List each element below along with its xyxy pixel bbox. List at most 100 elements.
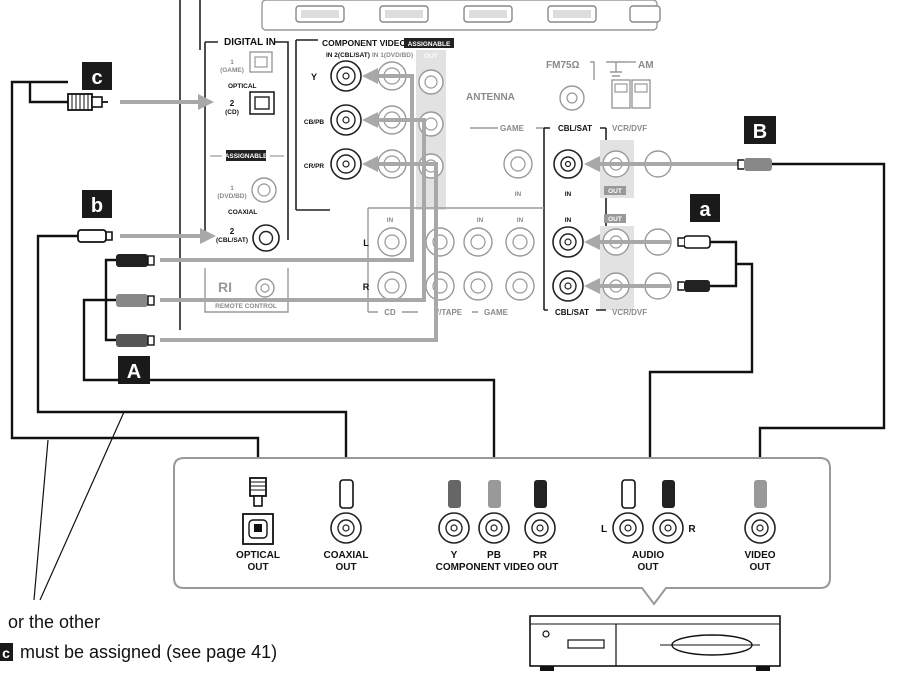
note-assignment: must be assigned (see page 41) xyxy=(20,642,277,662)
game-top-label: GAME xyxy=(500,124,525,133)
video-out-label-2: OUT xyxy=(749,562,770,573)
vcr-dvr-bottom-label: VCR/DVF xyxy=(612,308,647,317)
audio-out-connectors: L R AUDIO OUT xyxy=(601,479,696,573)
svg-text:IN: IN xyxy=(515,191,522,198)
svg-text:OUT: OUT xyxy=(608,216,622,223)
svg-text:IN: IN xyxy=(477,217,484,224)
coax-plug-receiver xyxy=(77,229,113,243)
video-out-label-1: VIDEO xyxy=(744,550,775,561)
svg-text:A: A xyxy=(127,361,141,383)
audio-r-label: R xyxy=(363,282,370,292)
component-video-label: COMPONENT VIDEO xyxy=(322,38,406,48)
digital-assignable-badge xyxy=(226,150,266,161)
av-input-grid: GAME CBL/SAT VCR/DVF IN IN OUT IN IN IN … xyxy=(363,124,672,317)
component-video-out-label: COMPONENT VIDEO OUT xyxy=(436,562,559,573)
optical-2-label: 2 xyxy=(230,99,235,108)
component-cable xyxy=(82,298,496,480)
coaxial-cable xyxy=(36,234,348,480)
optical-label: OPTICAL xyxy=(228,83,257,90)
component-y-label: Y xyxy=(311,72,317,82)
note-one-or-other: or the other xyxy=(8,612,100,632)
coaxial-label: COAXIAL xyxy=(228,209,257,216)
component-pb-out-label: PB xyxy=(487,550,501,561)
optical-1-jack xyxy=(249,51,273,73)
audio-l-out-label: L xyxy=(601,524,607,535)
coaxial-out-label-2: OUT xyxy=(335,562,356,573)
svg-text:ASSIGNABLE: ASSIGNABLE xyxy=(225,153,268,160)
cbl-sat-top-label: CBL/SAT xyxy=(558,124,592,133)
optical-1-sub: (GAME) xyxy=(220,67,244,74)
component-y-out-label: Y xyxy=(451,550,458,561)
game-bottom-label: GAME xyxy=(484,308,509,317)
component-in2-label: IN 2(CBL/SAT) xyxy=(326,52,370,59)
connection-arrows xyxy=(120,68,740,342)
tv-tape-label: V/TAPE xyxy=(434,308,463,317)
svg-text:IN: IN xyxy=(565,191,572,198)
audio-r-out-label: R xyxy=(688,524,696,535)
notes: or the other c must be assigned (see pag… xyxy=(0,411,277,662)
coaxial-2-sub: (CBL/SAT) xyxy=(216,237,248,244)
coaxial-1-label: 1 xyxy=(230,185,234,192)
svg-text:c: c xyxy=(2,645,10,661)
callout-a xyxy=(690,194,720,222)
optical-2-sub: (CD) xyxy=(225,109,239,116)
component-cb-label: CB/PB xyxy=(304,119,325,126)
svg-text:IN: IN xyxy=(387,217,394,224)
video-cable xyxy=(758,162,886,482)
svg-text:c: c xyxy=(91,67,102,89)
video-plug-receiver xyxy=(737,158,772,171)
component-in1-label: IN 1(DVD/BD) xyxy=(372,52,413,59)
coaxial-2-label: 2 xyxy=(230,227,235,236)
svg-text:ASSIGNABLE: ASSIGNABLE xyxy=(408,41,451,48)
player-device-illustration xyxy=(529,615,781,671)
audio-cable xyxy=(626,262,754,478)
callouts: c b A B a xyxy=(82,62,776,384)
digital-in-label: DIGITAL IN xyxy=(224,37,276,48)
callout-A xyxy=(118,356,150,384)
optical-out-connector: OPTICAL OUT xyxy=(236,477,280,573)
optical-plug-receiver xyxy=(67,93,108,111)
callout-c xyxy=(82,62,112,90)
optical-2-jack xyxy=(249,91,275,115)
note-callout-c xyxy=(0,643,13,661)
optical-out-label-2: OUT xyxy=(247,562,268,573)
vcr-dvr-top-label: VCR/DVF xyxy=(612,124,647,133)
component-video-out-connectors: Y PB PR COMPONENT VIDEO OUT xyxy=(436,480,559,573)
audio-l-label: L xyxy=(363,238,369,248)
video-out-connector: VIDEO OUT xyxy=(744,480,776,573)
ri-logo: RI xyxy=(218,279,232,295)
component-assignable-badge xyxy=(404,38,454,48)
coaxial-1-sub: (DVD/BD) xyxy=(217,193,246,200)
coaxial-out-label-1: COAXIAL xyxy=(324,550,369,561)
remote-control-label: REMOTE CONTROL xyxy=(215,303,277,310)
audio-out-label-2: OUT xyxy=(637,562,658,573)
svg-text:OUT: OUT xyxy=(608,188,622,195)
audio-plugs-receiver xyxy=(677,235,711,292)
hdmi-row xyxy=(261,0,661,31)
cables xyxy=(10,80,886,482)
cd-label: CD xyxy=(384,308,396,317)
svg-text:a: a xyxy=(699,199,711,221)
component-pr-out-label: PR xyxy=(533,550,548,561)
antenna-block: FM75Ω ANTENNA AM xyxy=(466,60,654,111)
callout-B xyxy=(744,116,776,144)
remote-control-block: RI REMOTE CONTROL xyxy=(204,268,289,313)
svg-text:b: b xyxy=(91,195,103,217)
svg-text:IN: IN xyxy=(565,217,572,224)
callout-b xyxy=(82,190,112,218)
am-label: AM xyxy=(638,60,654,71)
source-device-panel: OPTICAL OUT COAXIAL OUT Y PB PR COMPONEN… xyxy=(173,457,831,606)
fm-label: FM75Ω xyxy=(546,60,580,71)
audio-out-label-1: AUDIO xyxy=(632,550,664,561)
optical-out-label-1: OPTICAL xyxy=(236,550,280,561)
antenna-label: ANTENNA xyxy=(466,92,515,103)
component-out-label: OUT xyxy=(424,53,438,60)
component-plugs-receiver xyxy=(116,254,155,347)
digital-in-block: DIGITAL IN 1 (GAME) OPTICAL 2 (CD) ASSIG… xyxy=(204,37,289,252)
cbl-sat-bottom-label: CBL/SAT xyxy=(555,308,589,317)
coaxial-out-connector: COAXIAL OUT xyxy=(324,479,369,573)
svg-text:B: B xyxy=(753,121,767,143)
svg-text:IN: IN xyxy=(517,217,524,224)
